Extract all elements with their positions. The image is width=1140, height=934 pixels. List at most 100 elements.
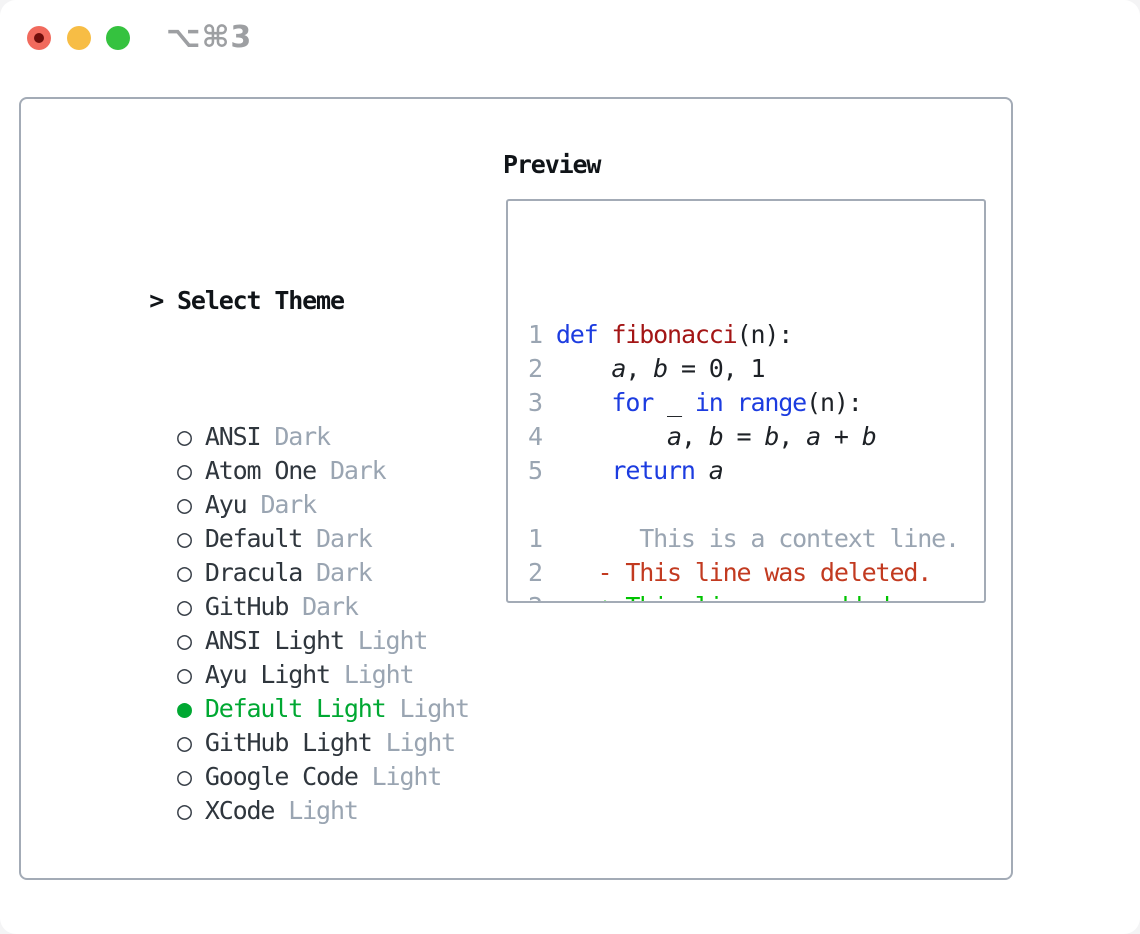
- theme-name: ANSI Light: [204, 626, 345, 655]
- theme-variant: Dark: [274, 422, 331, 451]
- code-segment: (n):: [806, 388, 863, 417]
- radio-icon: [177, 660, 205, 689]
- radio-icon: [177, 796, 205, 825]
- code-segment: 4: [528, 422, 556, 451]
- theme-option-row[interactable]: Ayu Dark: [38, 454, 469, 519]
- theme-variant: Dark: [302, 592, 359, 621]
- code-segment: b: [861, 422, 877, 451]
- radio-icon: [177, 694, 205, 723]
- theme-name: GitHub Light: [204, 728, 373, 757]
- theme-name: Dracula: [204, 558, 303, 587]
- code-segment: - This line was deleted.: [597, 558, 933, 587]
- code-segment: This is a context line.: [541, 524, 960, 553]
- code-segment: [556, 354, 612, 383]
- theme-variant: Light: [343, 660, 415, 689]
- code-line: 4 a, b = b, a + b: [528, 420, 984, 454]
- theme-option-row[interactable]: Google Code Light: [38, 726, 469, 791]
- code-segment: [542, 558, 598, 587]
- code-segment: b: [708, 422, 724, 451]
- theme-option-row[interactable]: Ayu Light Light: [38, 624, 469, 689]
- theme-option-row[interactable]: XCode Light: [38, 760, 469, 825]
- theme-name: Google Code: [204, 762, 359, 791]
- code-segment: ,: [625, 354, 654, 383]
- theme-variant: Light: [385, 728, 457, 757]
- code-segment: fibonacci: [611, 320, 737, 349]
- code-segment: [556, 422, 667, 451]
- code-line: [528, 488, 984, 522]
- theme-option-row[interactable]: Dracula Dark: [38, 522, 469, 587]
- theme-name: Default Light: [204, 694, 387, 723]
- theme-name: XCode: [204, 796, 276, 825]
- code-segment: [556, 456, 612, 485]
- code-segment: _: [653, 388, 695, 417]
- code-segment: + This line was added.: [598, 592, 905, 601]
- theme-variant: Dark: [316, 558, 373, 587]
- code-line: 2 a, b = 0, 1: [528, 352, 984, 386]
- theme-variant: Dark: [260, 490, 317, 519]
- theme-name: Ayu Light: [204, 660, 331, 689]
- radio-icon: [177, 490, 205, 519]
- code-segment: 2: [528, 354, 556, 383]
- preview-title: Preview: [503, 150, 601, 179]
- radio-icon: [177, 626, 205, 655]
- theme-option-row[interactable]: Default Light Light: [38, 658, 470, 723]
- theme-name: Ayu: [204, 490, 248, 519]
- code-segment: a: [611, 354, 626, 383]
- prompt-caret-icon: >: [149, 286, 164, 315]
- theme-option-row[interactable]: GitHub Light Light: [38, 692, 469, 757]
- zoom-button-icon[interactable]: [106, 26, 130, 50]
- theme-list-title: Select Theme: [177, 286, 345, 315]
- code-segment: +: [820, 422, 862, 451]
- code-segment: for: [611, 388, 654, 417]
- theme-option-row[interactable]: ANSI Light Light: [38, 590, 469, 655]
- radio-icon: [177, 524, 205, 553]
- code-segment: a: [708, 456, 724, 485]
- radio-icon: [177, 592, 205, 621]
- theme-variant: Light: [371, 762, 443, 791]
- titlebar: ⌥⌘3: [0, 0, 1140, 76]
- code-segment: return: [611, 456, 696, 485]
- code-segment: range: [736, 388, 808, 417]
- theme-name: ANSI: [204, 422, 262, 451]
- code-segment: =: [722, 422, 765, 451]
- code-line: 2 + This line was added.: [528, 590, 984, 601]
- theme-option-row[interactable]: Default Dark: [38, 488, 469, 553]
- code-segment: [542, 592, 598, 601]
- code-segment: b: [764, 422, 779, 451]
- theme-option-row[interactable]: ANSI Dark: [38, 386, 469, 451]
- close-button-icon[interactable]: [27, 26, 51, 50]
- code-segment: def: [555, 320, 599, 349]
- theme-variant: Dark: [316, 524, 373, 553]
- code-line: 3 for _ in range(n):: [528, 386, 984, 420]
- spacer: [38, 896, 469, 930]
- theme-variant: Light: [357, 626, 429, 655]
- theme-variant: Dark: [329, 456, 387, 485]
- code-segment: b: [653, 354, 668, 383]
- code-segment: [556, 388, 612, 417]
- code-segment: = 0, 1: [667, 354, 766, 383]
- theme-variant: Light: [288, 796, 359, 825]
- code-segment: 1: [528, 320, 556, 349]
- theme-name: Default: [204, 524, 303, 553]
- code-segment: 3: [528, 388, 556, 417]
- code-segment: (n):: [736, 320, 794, 349]
- minimize-button-icon[interactable]: [67, 26, 91, 50]
- radio-icon: [177, 558, 205, 587]
- theme-list-header: > Select Theme: [38, 250, 469, 315]
- radio-icon: [177, 762, 205, 791]
- code-line: 1 def fibonacci(n):: [528, 318, 984, 352]
- radio-icon: [177, 456, 205, 485]
- code-segment: 5: [528, 456, 556, 485]
- code-line: 2 - This line was deleted.: [528, 556, 984, 590]
- code-segment: a: [667, 422, 682, 451]
- radio-icon: [177, 422, 205, 451]
- code-segment: [598, 320, 612, 349]
- code-segment: a: [806, 422, 821, 451]
- code-segment: 2: [528, 592, 543, 601]
